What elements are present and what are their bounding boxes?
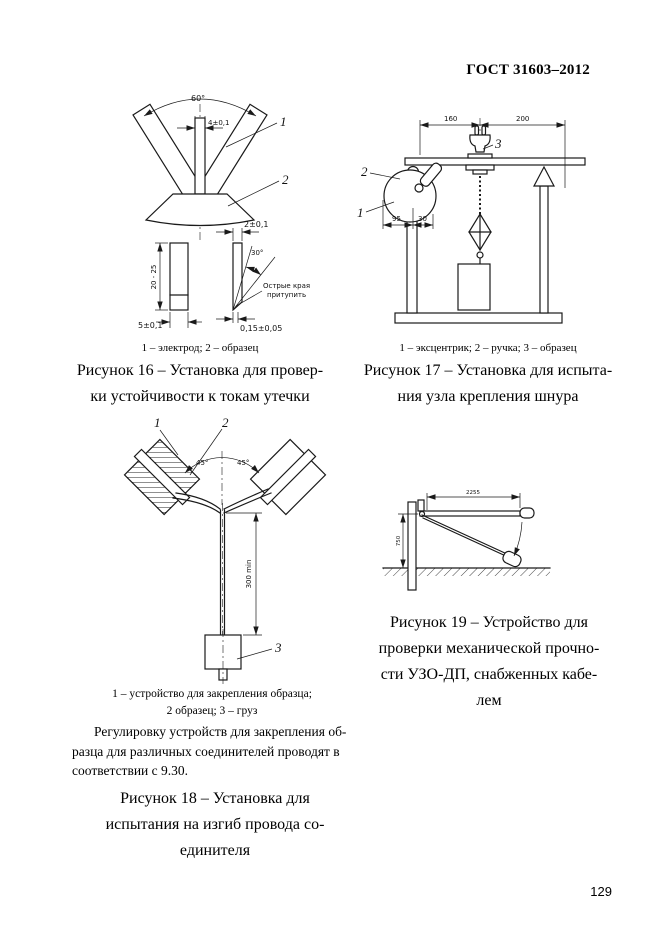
figure-17-caption: Рисунок 17 – Установка для испыта- ния у… <box>363 362 613 405</box>
fig16-dim-015: 0,15±0,05 <box>240 324 282 333</box>
fig16-dim-4: 4±0,1 <box>208 119 229 127</box>
fig18-label-1: 1 <box>154 415 161 430</box>
fig17-dim-30: 30 <box>418 215 427 223</box>
fig18-dim-45-left: 45° <box>196 459 208 467</box>
fig17-plug-sample: 3 <box>467 125 502 159</box>
fig16-dim-5: 5±0,1 <box>138 321 163 330</box>
fig19-dimensions: 2255 750 <box>396 490 521 568</box>
fig19-swing-arm <box>421 514 523 568</box>
fig16-electrode-assembly: 60° 4±0,1 1 2 <box>132 94 289 240</box>
fig17-eccentric: 2 1 <box>357 162 443 223</box>
fig16-dim-60: 60° <box>191 94 205 103</box>
fig16-label-1: 1 <box>280 114 287 129</box>
figure-17-legend: 1 – эксцентрик; 2 – ручка; 3 – образец <box>399 342 577 354</box>
figure-16-legend: 1 – электрод; 2 – образец <box>141 342 259 354</box>
fig17-lower-dimensions: 95 30 <box>382 200 434 229</box>
figure-16-drawing: 60° 4±0,1 1 2 20 - 25 5±0,1 <box>132 94 310 333</box>
fig19-dim-height: 750 <box>396 535 402 546</box>
fig17-dim-200: 200 <box>516 115 529 123</box>
fig18-length-dimension: 300 min <box>226 512 262 636</box>
fig16-sample-detail-left: 20 - 25 5±0,1 <box>138 242 202 330</box>
figure-18-drawing: 1 2 45° 45° 3 <box>123 415 327 684</box>
fig17-cord-and-weight <box>457 164 495 311</box>
fig17-label-2: 2 <box>361 164 368 179</box>
fig19-dim-arm: 2255 <box>466 490 480 496</box>
fig18-left-clamp: 1 <box>123 415 201 516</box>
fig18-cord: 2 <box>172 415 272 645</box>
figure-19-caption: Рисунок 19 – Устройство для проверки мех… <box>378 614 600 709</box>
fig18-weight: 3 <box>204 629 282 684</box>
figure-17-drawing: 2 1 160 200 3 <box>357 115 586 324</box>
fig16-dim-30deg: 30° <box>251 249 263 257</box>
fig19-post-and-arm <box>407 499 535 591</box>
fig16-label-2: 2 <box>282 172 289 187</box>
fig18-dim-300min: 300 min <box>245 560 253 589</box>
fig18-right-clamp <box>249 438 327 516</box>
fig18-label-3: 3 <box>274 640 282 655</box>
fig16-center-electrode <box>194 117 206 195</box>
fig16-edge-note-line2: притупить <box>267 291 306 299</box>
fig17-dim-160: 160 <box>444 115 457 123</box>
document-header: ГОСТ 31603–2012 <box>466 62 590 78</box>
fig17-dim-95: 95 <box>392 215 401 223</box>
fig16-edge-note-line1: Острые края <box>263 282 310 290</box>
page-number: 129 <box>590 884 612 899</box>
fig16-dim-20-25: 20 - 25 <box>150 265 158 290</box>
fig18-label-2: 2 <box>222 415 229 430</box>
fig17-label-3: 3 <box>494 136 502 151</box>
fig16-sample-detail-right: 2±0,1 30° Острые края притупить 0,15±0,0… <box>216 220 310 333</box>
fig18-angle-dimension: 45° 45° <box>184 451 260 505</box>
fig16-dim-2: 2±0,1 <box>244 220 269 229</box>
fig18-dim-45-right: 45° <box>237 459 249 467</box>
fig17-top-dimensions: 160 200 <box>419 115 566 188</box>
figure-18-legend: 1 – устройство для закрепления образца; … <box>112 688 312 717</box>
fig17-label-1: 1 <box>357 205 364 220</box>
figure-18-note: Регулировку устройств для закрепления об… <box>72 724 347 778</box>
fig16-sample-base <box>144 193 256 227</box>
figure-16-caption: Рисунок 16 – Установка для провер- ки ус… <box>76 362 324 405</box>
figure-18-caption: Рисунок 18 – Установка для испытания на … <box>105 790 325 859</box>
figure-19-drawing: 2255 750 <box>382 490 551 591</box>
